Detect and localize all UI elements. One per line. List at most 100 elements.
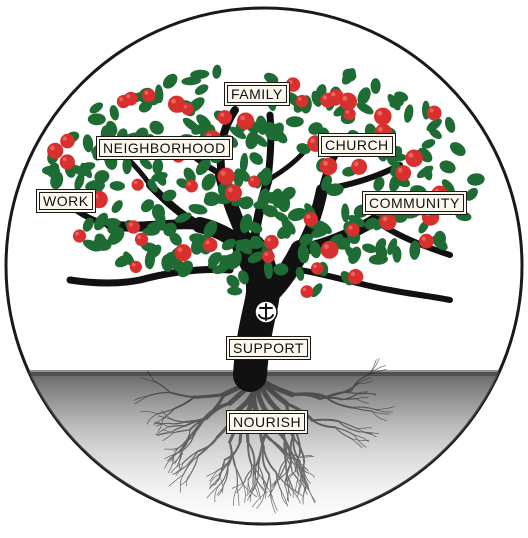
leaf — [151, 204, 166, 221]
leaf — [221, 238, 237, 251]
leaf — [147, 178, 158, 193]
leaf — [356, 102, 374, 115]
label-church: CHURCH — [318, 133, 396, 157]
leaf — [50, 171, 64, 190]
leaf — [152, 158, 164, 175]
apple — [339, 92, 357, 111]
leaf — [155, 172, 167, 186]
leaf — [226, 274, 240, 288]
apple — [202, 237, 218, 253]
apple — [47, 142, 64, 159]
leaf — [155, 84, 164, 104]
leaf — [183, 167, 196, 183]
leaf — [207, 252, 222, 269]
leaf — [441, 179, 455, 194]
leaf — [149, 120, 164, 135]
leaf — [310, 283, 323, 298]
apple — [123, 91, 138, 106]
leaf — [299, 233, 313, 247]
leaf — [162, 189, 177, 202]
apple — [174, 244, 192, 262]
leaf — [188, 203, 208, 215]
leaf — [109, 105, 119, 121]
apple — [303, 212, 318, 227]
leaf — [409, 240, 421, 260]
apple — [351, 158, 368, 175]
apple — [300, 285, 314, 298]
leaf — [182, 117, 200, 132]
apple — [295, 94, 309, 108]
leaf — [161, 254, 174, 272]
leaf — [341, 203, 350, 223]
leaf — [426, 118, 442, 132]
leaf — [238, 270, 249, 285]
leaf — [201, 173, 216, 191]
leaf — [325, 183, 344, 197]
label-support: SUPPORT — [226, 336, 311, 360]
leaf — [140, 199, 155, 213]
apple — [72, 229, 87, 243]
label-community: COMMUNITY — [362, 191, 467, 215]
apple — [185, 179, 199, 193]
leaf — [465, 187, 478, 201]
leaf — [341, 68, 356, 85]
leaf — [204, 191, 220, 203]
leaf — [92, 237, 112, 251]
leaf — [107, 229, 125, 245]
leaf — [122, 156, 132, 175]
leaf — [273, 263, 289, 276]
apple — [129, 260, 142, 273]
leaf — [255, 115, 268, 135]
leaf — [263, 191, 282, 204]
apple — [59, 154, 75, 170]
leaf — [348, 215, 366, 228]
leaf — [139, 157, 153, 170]
leaf — [309, 241, 321, 259]
leaf — [80, 162, 93, 179]
leaf — [449, 142, 466, 157]
leaf — [287, 207, 307, 222]
leaf — [433, 230, 447, 246]
leaf — [271, 126, 284, 142]
leaf — [235, 238, 250, 252]
apple — [311, 262, 324, 275]
leaf — [277, 225, 291, 239]
leaf — [169, 232, 182, 246]
apple — [134, 232, 149, 246]
leaf — [370, 78, 381, 94]
label-work: WORK — [36, 189, 96, 213]
leaf — [105, 120, 118, 136]
leaf — [334, 237, 351, 250]
leaf — [247, 251, 265, 264]
leaf — [467, 173, 485, 186]
leaf — [233, 168, 244, 188]
apple — [379, 213, 397, 231]
leaf — [162, 73, 178, 89]
leaf — [203, 220, 218, 238]
apple — [264, 234, 279, 250]
leaf — [194, 84, 209, 95]
leaf — [297, 244, 310, 264]
leaf — [264, 72, 279, 85]
leaf — [249, 152, 264, 165]
apple — [418, 233, 434, 249]
leaf — [82, 134, 94, 153]
leaf — [416, 165, 434, 179]
apple — [217, 167, 235, 185]
leaf — [444, 116, 456, 133]
leaf — [111, 200, 123, 213]
leaf — [375, 238, 387, 252]
leaf — [308, 122, 323, 135]
apple — [131, 178, 144, 191]
apple — [224, 184, 242, 202]
leaf — [348, 246, 362, 264]
label-family: FAMILY — [224, 82, 290, 106]
leaf — [104, 217, 121, 228]
leaf — [389, 98, 404, 109]
apple — [142, 88, 156, 103]
leaf — [82, 217, 94, 232]
apple — [395, 165, 412, 181]
leaf — [229, 126, 246, 140]
